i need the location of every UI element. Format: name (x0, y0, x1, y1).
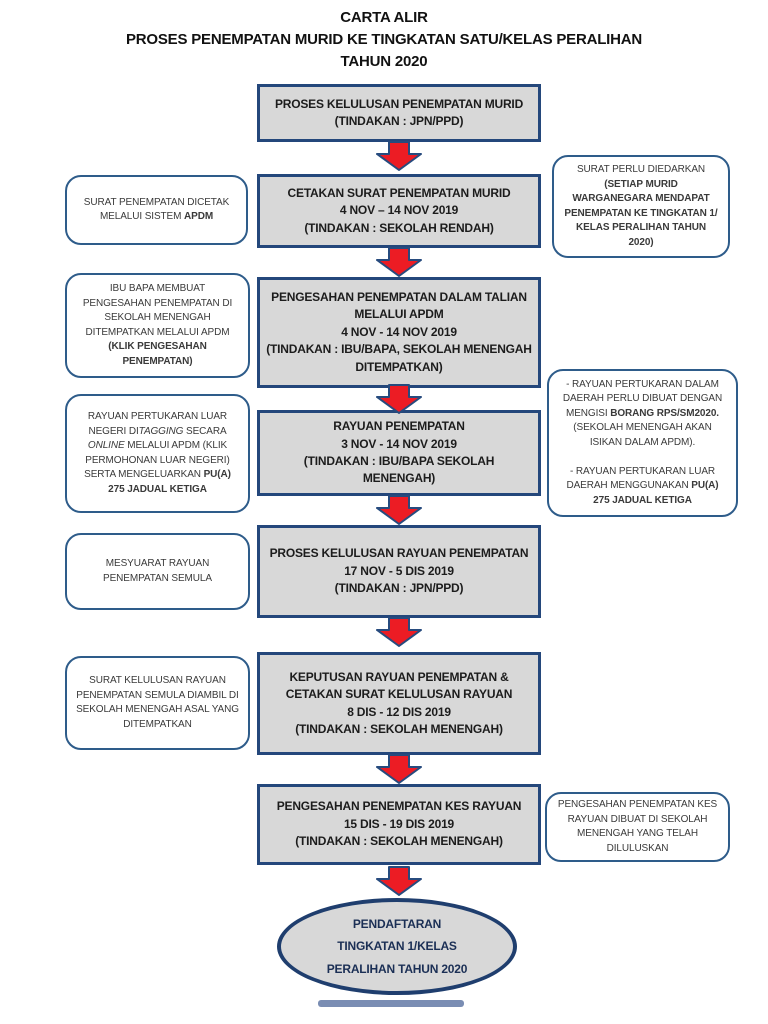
note-text: RAYUAN PERTUKARAN LUAR NEGERI DITAGGING … (84, 411, 231, 495)
note-mesyuarat-rayuan-semula: MESYUARAT RAYUAN PENEMPATAN SEMULA (65, 533, 250, 610)
footer-bar (318, 1000, 464, 1007)
note-text: SURAT PERLU DIEDARKAN (SETIAP MURID WARG… (564, 164, 718, 248)
flow-arrow-down-icon (376, 247, 422, 277)
note-text: - RAYUAN PERTUKARAN DALAM DAERAH PERLU D… (562, 378, 723, 506)
note-pengesahan-kes-rayuan: PENGESAHAN PENEMPATAN KES RAYUAN DIBUAT … (545, 792, 730, 862)
note-text: MESYUARAT RAYUAN PENEMPATAN SEMULA (103, 558, 212, 584)
note-text: SURAT KELULUSAN RAYUAN PENEMPATAN SEMULA… (76, 675, 239, 730)
note-surat-perlu-diedarkan: SURAT PERLU DIEDARKAN (SETIAP MURID WARG… (552, 155, 730, 258)
step-proses-kelulusan-penempatan: PROSES KELULUSAN PENEMPATAN MURID(TINDAK… (257, 84, 541, 142)
flow-arrow-down-icon (376, 495, 422, 525)
flow-arrow-down-icon (376, 617, 422, 647)
note-rayuan-pertukaran-daerah: - RAYUAN PERTUKARAN DALAM DAERAH PERLU D… (547, 369, 738, 517)
note-rayuan-luar-negeri: RAYUAN PERTUKARAN LUAR NEGERI DITAGGING … (65, 394, 250, 513)
flow-arrow-down-icon (376, 866, 422, 896)
flow-arrow-down-icon (376, 384, 422, 414)
note-ibu-bapa-pengesahan: IBU BAPA MEMBUAT PENGESAHAN PENEMPATAN D… (65, 273, 250, 378)
note-surat-dicetak-apdm: SURAT PENEMPATAN DICETAK MELALUI SISTEM … (65, 175, 248, 245)
note-text: SURAT PENEMPATAN DICETAK MELALUI SISTEM … (83, 196, 230, 223)
flow-arrow-down-icon (376, 141, 422, 171)
note-text: IBU BAPA MEMBUAT PENGESAHAN PENEMPATAN D… (82, 283, 233, 367)
step-keputusan-rayuan-penempatan: KEPUTUSAN RAYUAN PENEMPATAN &CETAKAN SUR… (257, 652, 541, 755)
note-text: PENGESAHAN PENEMPATAN KES RAYUAN DIBUAT … (557, 799, 718, 854)
note-surat-kelulusan-rayuan-semula: SURAT KELULUSAN RAYUAN PENEMPATAN SEMULA… (65, 656, 250, 750)
flow-arrow-down-icon (376, 754, 422, 784)
